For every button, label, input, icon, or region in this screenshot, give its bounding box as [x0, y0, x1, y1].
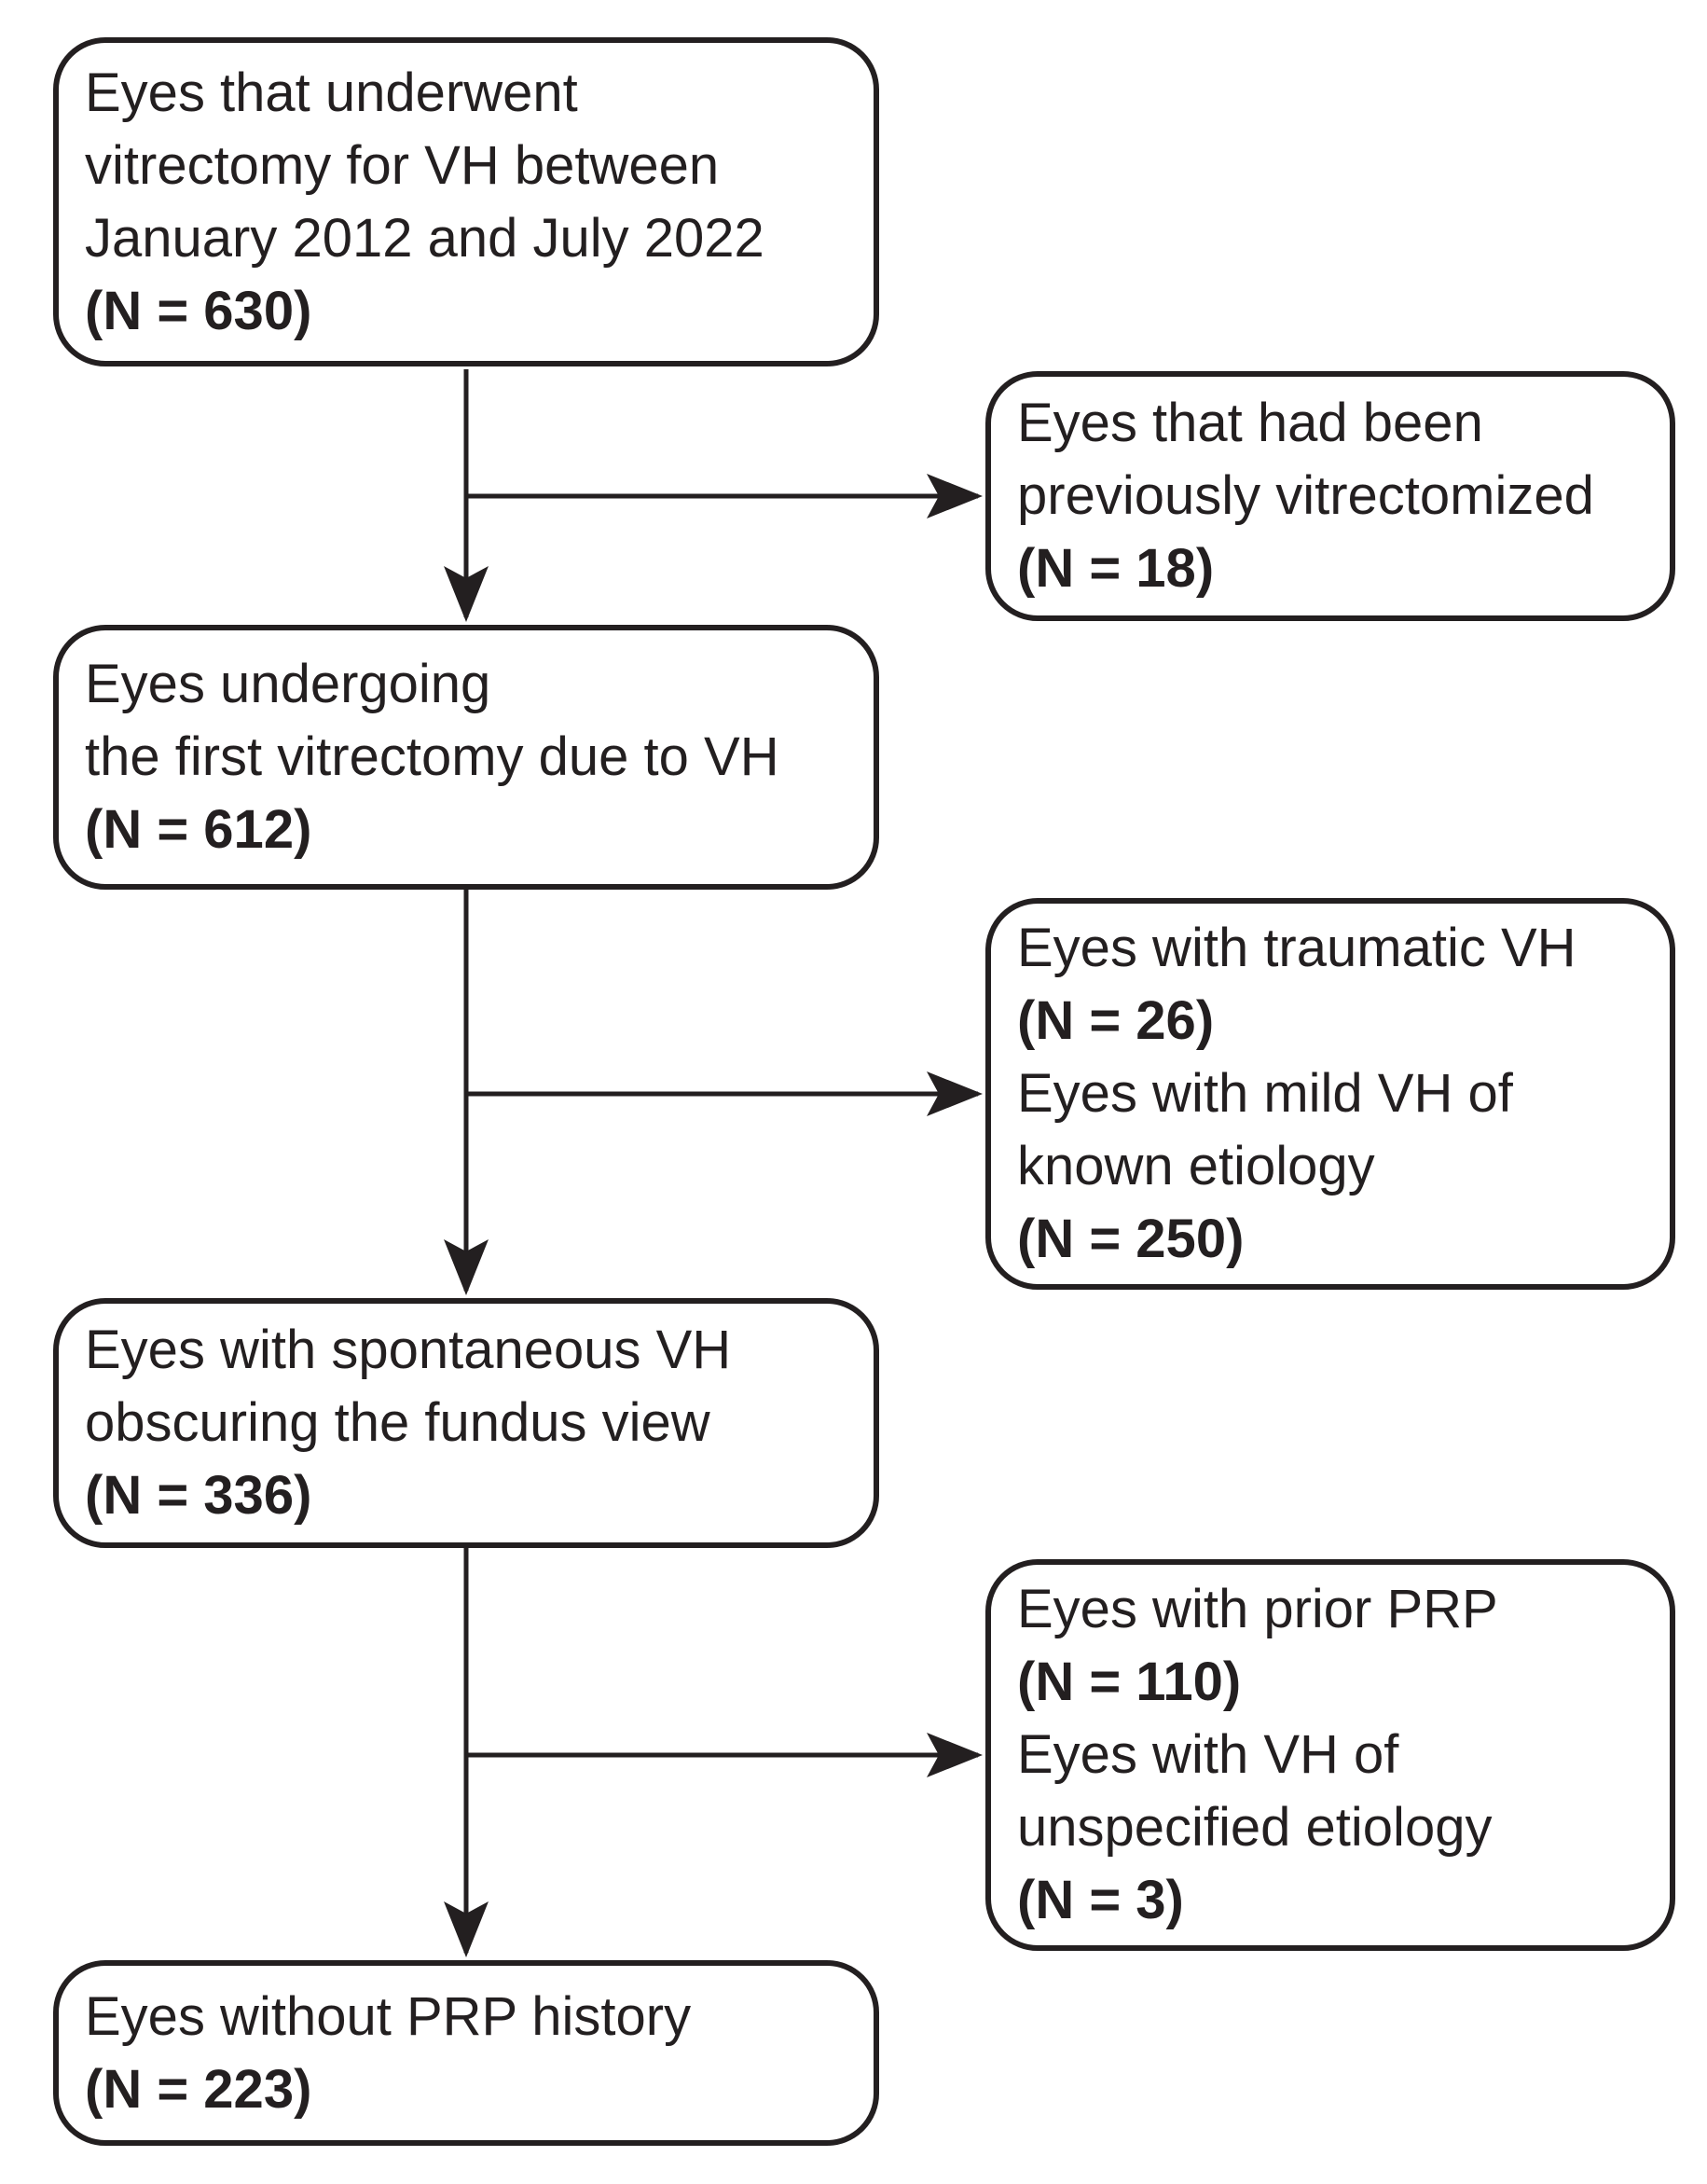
box-line: Eyes with mild VH of	[1017, 1063, 1513, 1124]
n-count-label: (N = 110)	[1017, 1652, 1242, 1712]
n-count-label: (N = 18)	[1017, 538, 1215, 599]
box-spontaneous-vh: Eyes with spontaneous VH obscuring the f…	[53, 1298, 879, 1548]
n-count-label: (N = 3)	[1017, 1870, 1184, 1930]
box-without-prp-history: Eyes without PRP history (N = 223)	[53, 1960, 879, 2146]
box-line: Eyes that had been	[1017, 393, 1483, 453]
box-line: Eyes with spontaneous VH	[85, 1320, 732, 1380]
box-line: Eyes with prior PRP	[1017, 1579, 1498, 1639]
box-excluded-prior-prp-or-unspecified: Eyes with prior PRP (N = 110) Eyes with …	[985, 1559, 1675, 1951]
box-line: Eyes that underwent	[85, 62, 578, 123]
box-total-cohort: Eyes that underwent vitrectomy for VH be…	[53, 37, 879, 366]
box-line: January 2012 and July 2022	[85, 207, 764, 269]
box-line: Eyes undergoing	[85, 654, 491, 714]
box-line: Eyes with VH of	[1017, 1724, 1399, 1785]
box-line: Eyes without PRP history	[85, 1985, 692, 2047]
n-count-label: (N = 612)	[85, 799, 312, 860]
box-line: known etiology	[1017, 1136, 1375, 1196]
box-line: the first vitrectomy due to VH	[85, 726, 779, 787]
n-count-label: (N = 250)	[1017, 1209, 1245, 1269]
box-line: vitrectomy for VH between	[85, 134, 720, 196]
box-line: previously vitrectomized	[1017, 465, 1594, 526]
box-line: obscuring the fundus view	[85, 1392, 710, 1453]
n-count-label: (N = 630)	[85, 280, 312, 341]
box-excluded-traumatic-or-mild-vh: Eyes with traumatic VH (N = 26) Eyes wit…	[985, 898, 1675, 1290]
box-line: unspecified etiology	[1017, 1797, 1493, 1858]
n-count-label: (N = 336)	[85, 1465, 312, 1526]
n-count-label: (N = 223)	[85, 2058, 312, 2120]
n-count-label: (N = 26)	[1017, 990, 1215, 1051]
box-first-vitrectomy: Eyes undergoing the first vitrectomy due…	[53, 625, 879, 890]
box-excluded-previously-vitrectomized: Eyes that had been previously vitrectomi…	[985, 371, 1675, 621]
box-line: Eyes with traumatic VH	[1017, 918, 1576, 978]
